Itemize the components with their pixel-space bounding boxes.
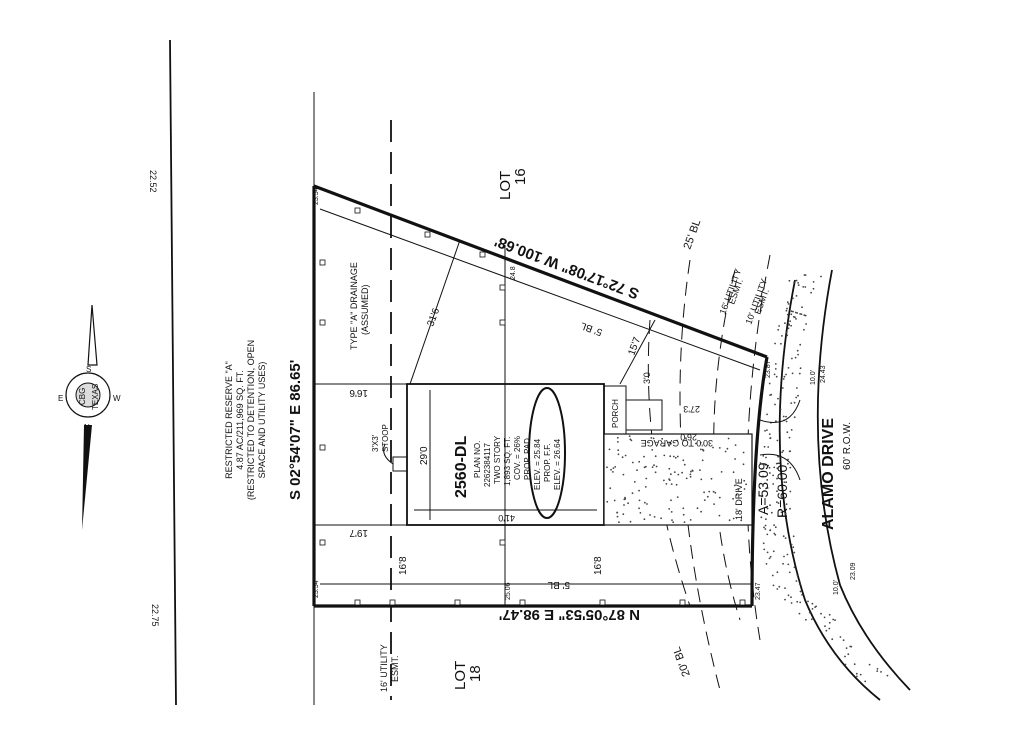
street-name: ALAMO DRIVE [820,418,837,530]
compass-w: W [113,394,121,403]
house-width: 41'0 [498,513,515,523]
spot-elevation: 23.47 [755,582,762,600]
spot-elevation: 25.06 [505,582,512,600]
five-foot-bl-top [319,208,761,371]
spot-elevation: 22.52 [148,170,158,193]
dim-side-a: 27'3 [683,404,700,414]
house-pad: PROP. PAD [523,438,532,480]
util-16-left-esmt: ESMT. [390,655,400,682]
stoop-label: STOOP [381,424,390,452]
street-cut-2 [759,453,801,481]
compass-needle-top-icon [87,304,98,366]
arc-length: A=53.09 [755,462,771,515]
north-arrow-compass: CBG TEXAS N S E W [58,304,121,530]
arc-radius: R=60.00' [774,462,790,518]
bl-top-label: 5' BL [579,319,604,337]
house-depth: 29'0 [419,446,430,465]
house-plan-no: 2262384117 [483,443,492,487]
spot-elevation: 23.87 [765,360,772,378]
compass-needle-bottom-icon [82,425,92,530]
house-model: 2560-DL [453,436,470,498]
stoop-box [392,456,408,472]
dim-front-15 [619,319,656,385]
lot-18-label: LOT [452,661,469,690]
compass-label-top: CBG [78,388,87,405]
dim-side-right: 16'8 [593,556,604,575]
spot-elevation: 23.54 [313,580,320,598]
porch-step [625,399,663,431]
spot-elevation: 23.54 [313,187,320,205]
compass-n: N [84,423,90,432]
lot-boundary-street-arc [750,356,769,607]
drive-width: 18' DRIVE [734,478,744,520]
house-stories: TWO STORY [493,435,502,484]
street-cut [759,399,801,423]
bl-20-label: 20' BL [671,645,693,678]
house-plan-label: PLAN NO. [473,441,482,478]
bl-bottom-label: 5' BL [547,579,570,590]
lot-16-label: LOT [497,171,514,200]
spot-elevation: 10.0' [810,370,817,385]
lot-boundary [313,184,768,359]
spot-elevation: 22.75 [150,604,160,627]
street-edge-inner [778,279,881,701]
compass-s: S [86,365,91,374]
bearing-south-line: N 87°05'53" E 98.47' [499,606,640,623]
bearing-west-line: S 02°54'07" E 86.65' [287,360,304,500]
porch-label: PORCH [611,399,620,428]
spot-elevation: 23.09 [850,562,857,580]
reserve-line-1: RESTRICTED RESERVE "A" [224,361,234,479]
house-elev1: ELEV. = 25.84 [533,438,542,490]
boundary-ticks [319,207,746,606]
dim-side-left: 16'8 [398,556,409,575]
dim-side-b: 26'0 [680,432,697,442]
dim-bottom-left: 19'7 [349,527,368,538]
elevation-highlight-circle [528,387,566,519]
garage-distance: 30'0 TO GARAGE [641,438,713,448]
util-16-left-label: 16' UTILITY [379,644,389,692]
house-sqft: 1,893 SQ. FT. [503,437,512,486]
reserve-line-3: (RESTRICTED TO DETENTION, OPEN [246,340,256,500]
reserve-line-4: SPACE AND UTILITY USES) [257,362,267,479]
bl-25-label: 25' BL [682,218,704,251]
compass-label-bottom: TEXAS [91,384,100,410]
reserve-boundary-line [169,39,177,706]
house-ff: PROP. F.F. [543,443,552,482]
spot-elevation: 10.0' [833,580,840,595]
house-elev2: ELEV. = 26.64 [553,438,562,490]
house-cov: COV. = 26% [513,436,522,480]
drainage-note: (ASSUMED) [360,284,370,335]
spot-elevation: 24.8 [510,266,517,280]
reserve-line-2: 4.87 AC/211,969 SQ. FT. [235,370,245,469]
dim-front-3-label: 3'0 [642,372,652,384]
stoop-leader [383,443,394,465]
restricted-reserve-note: RESTRICTED RESERVE "A" 4.87 AC/211,969 S… [224,340,267,500]
driveway-stipple [606,435,747,524]
drainage-label: TYPE "A" DRAINAGE [349,262,359,350]
compass-e: E [58,394,63,403]
lot-18-number: 18 [467,665,484,682]
spot-elevation: 24.43 [820,365,827,383]
lot-16-number: 16 [512,168,529,185]
street-edge-outer [816,269,911,691]
dim-rear-setback-label: 31'6 [425,306,442,328]
street-row: 60' R.O.W. [842,422,853,470]
dim-rear-setback [409,239,461,385]
stoop-size: 3'X3' [371,434,380,452]
sidewalk-stipple [759,274,889,683]
dim-top-left: 16'6 [349,387,368,398]
